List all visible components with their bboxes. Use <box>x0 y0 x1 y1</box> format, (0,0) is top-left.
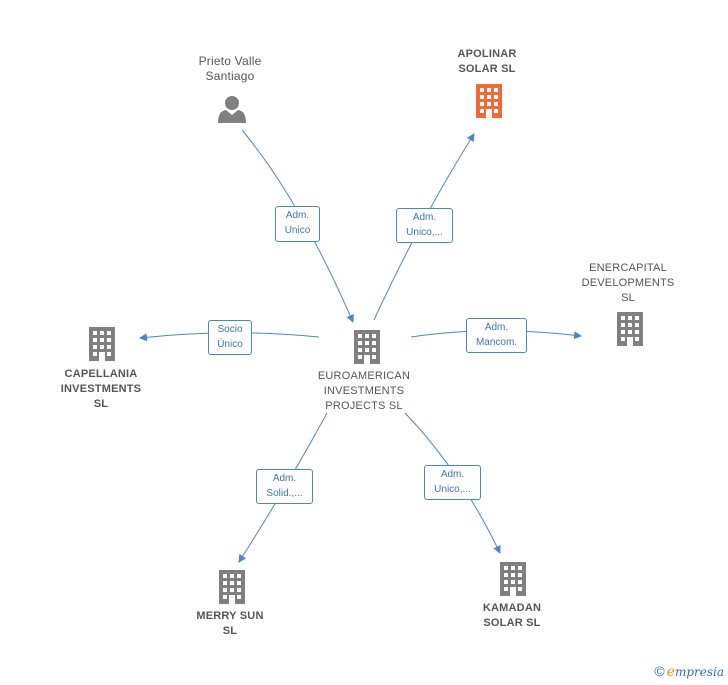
edge-label-line: Unico,... <box>434 484 471 495</box>
building-icon-kamadan[interactable] <box>500 562 526 596</box>
label-line: SOLAR SL <box>483 617 541 629</box>
building-icon-euroamerican[interactable] <box>354 330 380 364</box>
node-label-capellania[interactable]: CAPELLANIA INVESTMENTS SL <box>45 367 157 412</box>
edge-label-line: Mancom. <box>475 337 518 348</box>
node-label-kamadan[interactable]: KAMADAN SOLAR SL <box>462 601 562 631</box>
node-label-merry[interactable]: MERRY SUN SL <box>180 609 280 639</box>
edge-label-line: Adm. <box>484 322 509 333</box>
brand-name: mpresia <box>674 665 724 679</box>
label-line: CAPELLANIA <box>64 368 138 380</box>
edge-label-euro-enercapital[interactable]: Adm. Mancom. <box>466 318 527 353</box>
brand-e: e <box>666 664 675 680</box>
building-icon-enercapital[interactable] <box>617 312 643 346</box>
person-icon[interactable] <box>218 96 246 123</box>
label-line: APOLINAR <box>457 48 517 60</box>
label-line: SL <box>621 292 635 304</box>
copyright-icon: © <box>654 663 665 679</box>
label-line: PROJECTS SL <box>325 400 403 412</box>
edge-label-prieto-euro[interactable]: Adm. Unico <box>275 206 320 242</box>
label-line: DEVELOPMENTS <box>581 277 675 289</box>
edge-label-line: Socio <box>217 324 243 335</box>
edge-label-line: Unico <box>284 225 311 236</box>
edge-label-euro-capellania[interactable]: Socio Único <box>208 320 252 355</box>
edge-label-line: Unico,... <box>406 227 443 238</box>
label-line: EUROAMERICAN <box>317 370 411 382</box>
label-line: SL <box>93 398 109 410</box>
label-line: SOLAR SL <box>458 63 516 75</box>
label-line: ENERCAPITAL <box>589 262 667 274</box>
empresia-logo[interactable]: ©empresia <box>654 663 724 680</box>
edge-label-line: Adm. <box>412 212 437 223</box>
edge-label-line: Adm. <box>272 473 297 484</box>
edge-label-line: Adm. <box>440 469 465 480</box>
edge-label-euro-merry[interactable]: Adm. Solid.,... <box>256 469 313 504</box>
node-label-prieto[interactable]: Prieto Valle Santiago <box>180 54 280 84</box>
node-label-apolinar[interactable]: APOLINAR SOLAR SL <box>437 47 537 77</box>
edge-label-line: Adm. <box>285 210 310 221</box>
label-line: MERRY SUN <box>196 610 264 622</box>
node-label-euroamerican[interactable]: EUROAMERICAN INVESTMENTS PROJECTS SL <box>304 369 424 414</box>
label-line: SL <box>222 625 238 637</box>
node-label-enercapital[interactable]: ENERCAPITAL DEVELOPMENTS SL <box>568 261 688 306</box>
label-line: Prieto Valle <box>198 54 262 68</box>
edge-label-euro-kamadan[interactable]: Adm. Unico,... <box>424 465 481 500</box>
label-line: INVESTMENTS <box>60 383 142 395</box>
building-icon-capellania[interactable] <box>89 327 115 361</box>
building-icon-apolinar[interactable] <box>476 84 502 118</box>
label-line: INVESTMENTS <box>323 385 405 397</box>
building-icon-merry[interactable] <box>219 570 245 604</box>
edge-label-line: Solid.,... <box>266 488 303 499</box>
edge-label-line: Único <box>217 339 243 350</box>
label-line: KAMADAN <box>482 602 542 614</box>
label-line: Santiago <box>205 69 255 83</box>
edge-label-euro-apolinar[interactable]: Adm. Unico,... <box>396 208 453 243</box>
